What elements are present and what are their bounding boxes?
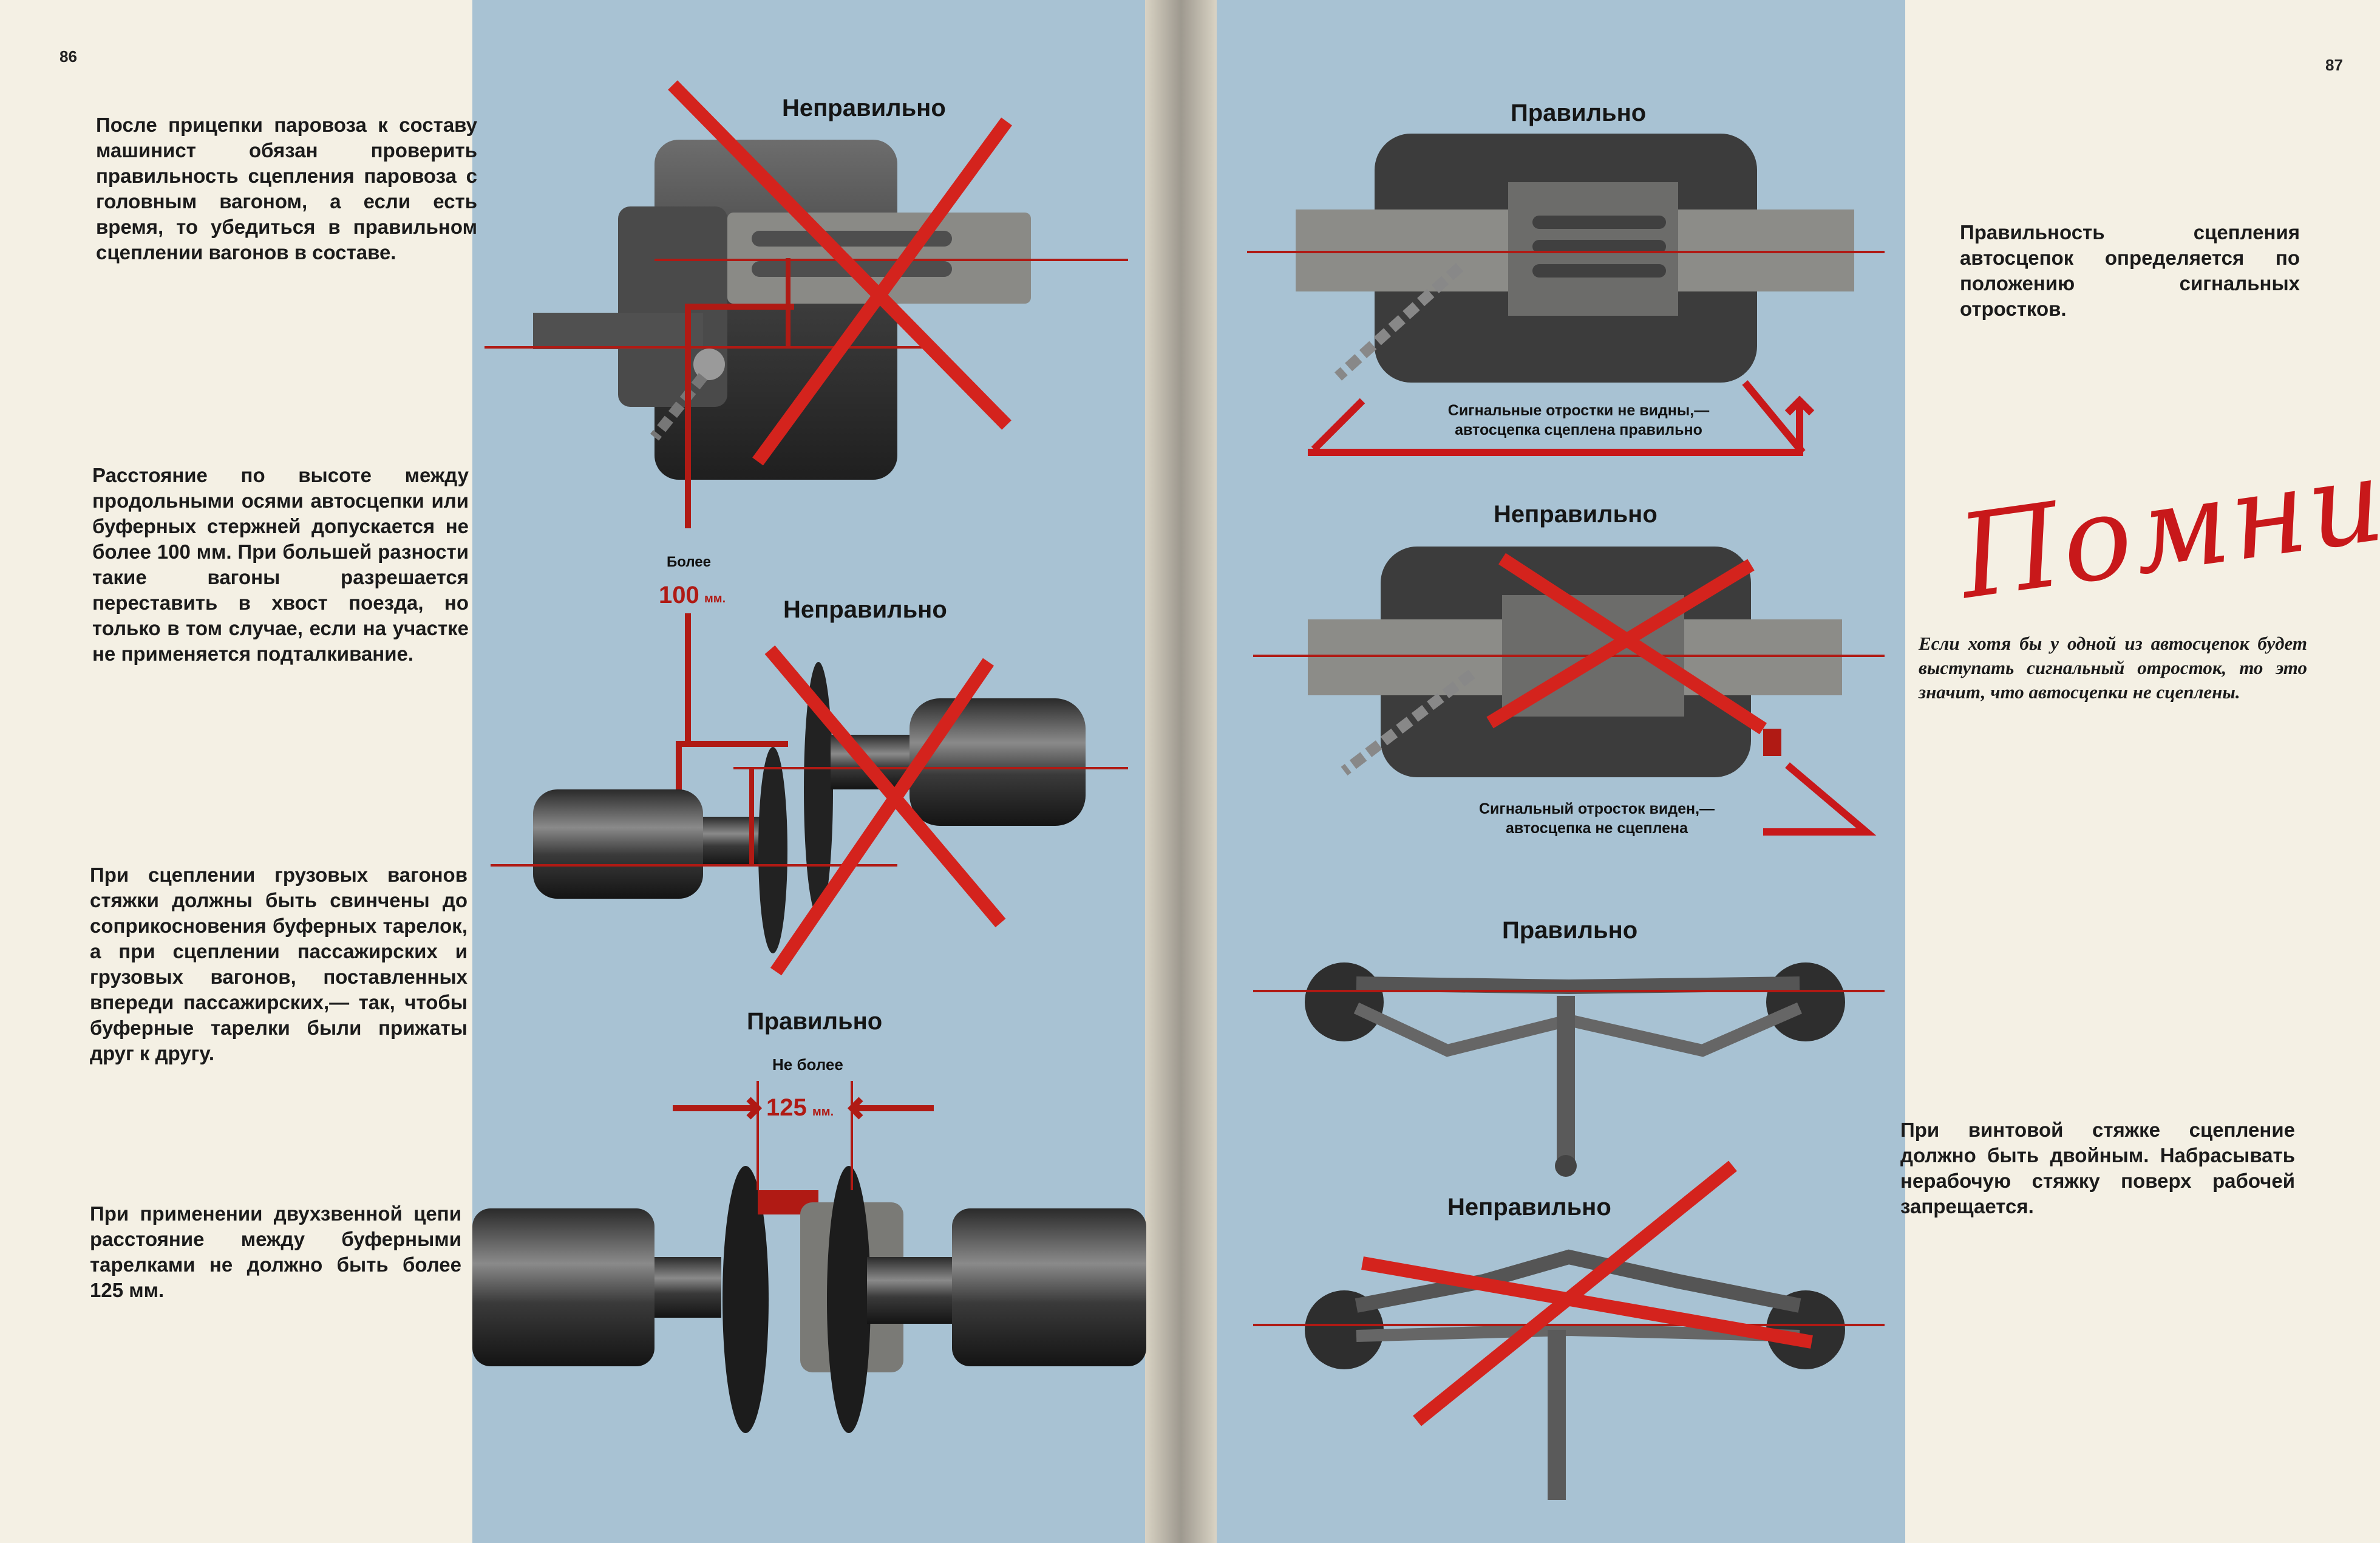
right-fig1-caption-line1: Сигнальные отростки не видны,—: [1447, 402, 1710, 419]
gap-arrow-left: [673, 1097, 763, 1120]
left-paragraph-4: При применении двухзвенной цепи расстоян…: [90, 1202, 461, 1301]
right-fig4-label: Неправильно: [1447, 1194, 1611, 1221]
left-page-number: 86: [59, 47, 77, 66]
left-paragraph-2: Расстояние по высоте между продольными о…: [92, 464, 469, 665]
right-fig1-arrow-right: [1742, 380, 1806, 455]
fig3-buffers: [472, 1166, 1146, 1433]
right-fig1-caption-line2: автосцепка сцеплена правильно: [1455, 421, 1702, 438]
right-fig2-coupler: [1308, 547, 1842, 777]
left-fig3-label: Правильно: [747, 1008, 883, 1035]
right-fig4-screw-coupling: [1305, 1249, 1845, 1500]
right-paragraph-2: При винтовой стяжке сцепление должно быт…: [1900, 1119, 2295, 1218]
right-fig2-caption-line1: Сигнальный отросток виден,—: [1478, 800, 1715, 817]
right-fig1-coupler: [1296, 134, 1854, 383]
book-gutter: [1145, 0, 1217, 1543]
right-fig4-cross-mark: [1361, 1160, 1813, 1426]
gap-arrow-right: [847, 1097, 934, 1120]
right-fig2-caption-line2: автосцепка не сцеплена: [1505, 820, 1688, 837]
left-fig1-label: Неправильно: [782, 95, 946, 121]
left-page-margin: [0, 0, 472, 1543]
fig2-buffers: [533, 662, 1086, 953]
right-fig1-label: Правильно: [1511, 100, 1647, 126]
right-page-margin: [1905, 0, 2380, 1543]
right-fig3-screw-coupling: [1305, 962, 1845, 1177]
right-fig2-caption: Сигнальный отросток виден,— автосцепка н…: [1439, 799, 1755, 838]
left-paragraph-3: При сцеплении грузовых вагонов стяжки до…: [90, 863, 467, 1064]
right-page-number: 87: [2325, 56, 2343, 74]
left-fig2-label: Неправильно: [783, 596, 947, 623]
height-value: 100: [659, 582, 699, 608]
left-coupler-illustrations: [472, 80, 1146, 1433]
gap-unit: мм.: [812, 1105, 834, 1119]
right-fig2-arrow: [1763, 762, 1877, 836]
gap-value: 125: [766, 1094, 807, 1121]
fig2-cross-mark: [764, 645, 1006, 976]
height-unit: мм.: [704, 592, 726, 605]
height-dimension-connector-top: [685, 304, 794, 528]
right-fig3-label: Правильно: [1502, 917, 1638, 944]
height-label-more: Более: [667, 554, 711, 570]
remember-text: Если хотя бы у одной из автосцепок будет…: [1919, 633, 2307, 703]
left-paragraph-1: После прицепки паровоза к составу машини…: [96, 114, 477, 264]
right-coupler-illustrations: [1247, 134, 1885, 1500]
gap-label-no-more: Не более: [772, 1055, 843, 1074]
fig1-cross-mark: [668, 80, 1012, 466]
right-fig1-arrows: [1308, 395, 1815, 456]
right-paragraph-1: Правильность сцепления автосцепок опреде…: [1960, 221, 2300, 320]
right-fig1-caption: Сигнальные отростки не видны,— автосцепк…: [1396, 401, 1761, 440]
right-fig2-cross-mark: [1486, 553, 1767, 735]
right-fig2-label: Неправильно: [1494, 501, 1657, 528]
